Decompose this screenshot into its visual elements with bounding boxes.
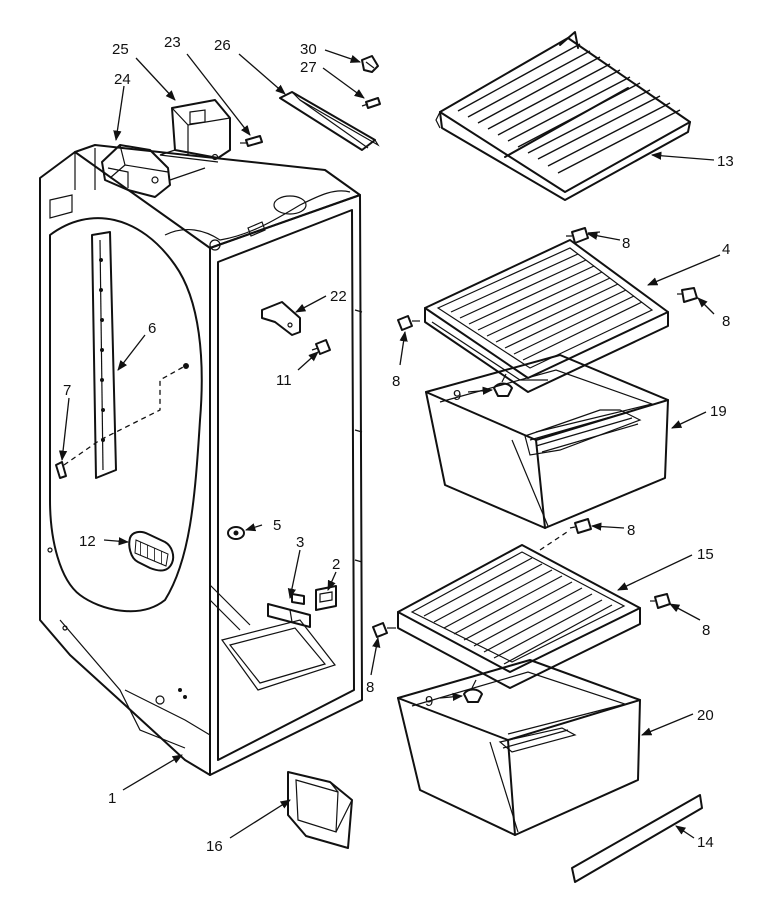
glass-shelf-part-15: [397, 544, 641, 689]
bracket-part-2: [315, 585, 337, 611]
cabinet-liner: [39, 144, 363, 776]
callout-13: 13: [717, 153, 734, 170]
bracket-part-25: [159, 99, 231, 163]
callout-8-lower-right: 8: [702, 622, 710, 639]
wire-shelf-part-13: [435, 31, 691, 201]
shelf-screw-8-lower-left: [372, 622, 396, 638]
screw-part-11: [311, 339, 331, 355]
control-housing-part-24: [101, 144, 206, 198]
callout-22: 22: [330, 288, 347, 305]
callout-24: 24: [114, 71, 131, 88]
callout-25: 25: [112, 41, 129, 58]
callout-8-right: 8: [722, 313, 730, 330]
screw-part-27: [361, 97, 381, 109]
callout-6: 6: [148, 320, 156, 337]
callout-8-left: 8: [392, 373, 400, 390]
shelf-screw-8-right: [677, 287, 698, 303]
callout-12: 12: [79, 533, 96, 550]
callout-7: 7: [63, 382, 71, 399]
callout-2: 2: [332, 556, 340, 573]
shelf-screw-8-left: [397, 315, 420, 331]
callout-30: 30: [300, 41, 317, 58]
callout-27: 27: [300, 59, 317, 76]
bracket-part-3: [267, 593, 311, 628]
grille-part-12: [128, 530, 175, 572]
callout-11: 11: [276, 372, 292, 389]
callout-15: 15: [697, 546, 714, 563]
callout-9-upper: 9: [453, 387, 461, 404]
clip-part-5: [227, 526, 245, 540]
callout-26: 26: [214, 37, 231, 54]
light-shield-part-16: [287, 771, 353, 849]
callout-3: 3: [296, 534, 304, 551]
callout-14: 14: [697, 834, 714, 851]
callout-5: 5: [273, 517, 281, 534]
callout-9-lower: 9: [425, 693, 433, 710]
callout-16: 16: [206, 838, 223, 855]
clip-9-upper: [493, 373, 513, 397]
callout-23: 23: [164, 34, 181, 51]
callout-8-lower-left: 8: [366, 679, 374, 696]
trim-strip-part-14: [571, 794, 703, 883]
clip-9-lower: [463, 679, 483, 703]
callout-labels: 1 2 3 5 6 7 12 22 11 25 23 26 24 30 27 1…: [63, 34, 734, 855]
bracket-part-22: [261, 301, 301, 336]
callout-8-upper: 8: [622, 235, 630, 252]
callout-8-mid: 8: [627, 522, 635, 539]
callout-4: 4: [722, 241, 730, 258]
callout-19: 19: [710, 403, 727, 420]
leader-lines: [58, 49, 721, 839]
clip-part-30: [361, 55, 379, 73]
vertical-shelf-channel: [91, 231, 117, 479]
screw-part-23: [240, 135, 263, 147]
callout-20: 20: [697, 707, 714, 724]
crisper-drawer-part-19: [425, 354, 669, 529]
shelf-screw-8-lower-right: [650, 593, 671, 609]
trim-strip-part-26: [279, 91, 380, 151]
crisper-drawer-part-20: [397, 659, 641, 836]
glass-shelf-part-4: [424, 239, 669, 393]
screw-part-7: [55, 363, 189, 479]
callout-1: 1: [108, 790, 116, 807]
